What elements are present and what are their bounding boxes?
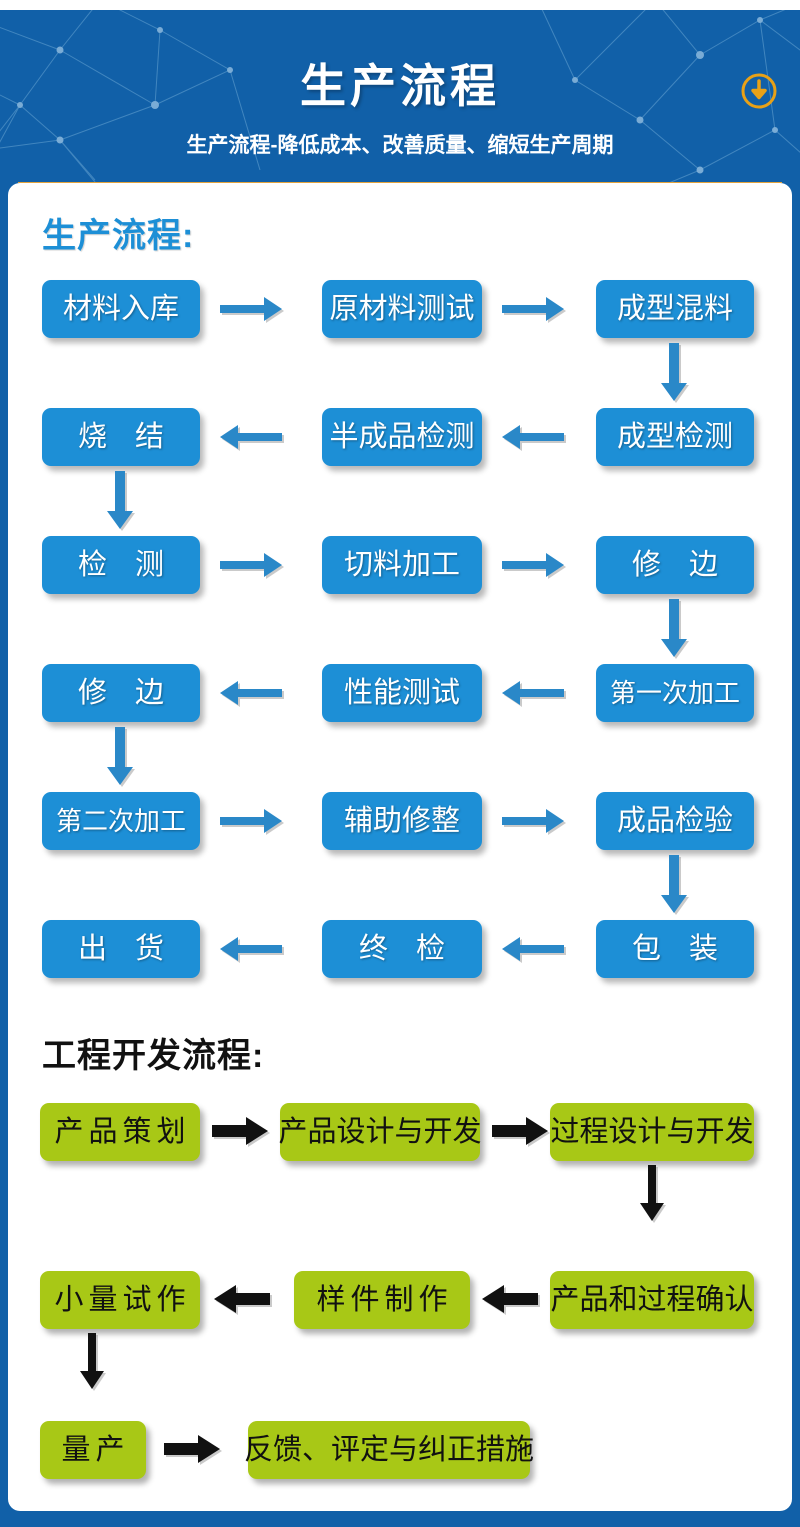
arrow-down-icon xyxy=(661,855,689,915)
flow-box[interactable]: 成型检测 xyxy=(596,408,754,466)
flow-box[interactable]: 切料加工 xyxy=(322,536,482,594)
flow-box[interactable]: 辅助修整 xyxy=(322,792,482,850)
arrow-left-icon xyxy=(502,937,566,963)
flow-box[interactable]: 第二次加工 xyxy=(42,792,200,850)
arrow-left-icon xyxy=(214,1285,272,1315)
flow-box[interactable]: 成品检验 xyxy=(596,792,754,850)
arrow-right-icon xyxy=(164,1435,222,1465)
arrow-down-icon xyxy=(640,1165,666,1223)
flow-box[interactable]: 原材料测试 xyxy=(322,280,482,338)
page-header: 生产流程 生产流程-降低成本、改善质量、缩短生产周期 xyxy=(0,10,800,183)
flow-box[interactable]: 产品策划 xyxy=(40,1103,200,1161)
flow-box[interactable]: 出 货 xyxy=(42,920,200,978)
arrow-right-icon xyxy=(502,297,566,323)
arrow-right-icon xyxy=(502,809,566,835)
flow-box[interactable]: 过程设计与开发 xyxy=(550,1103,754,1161)
download-circle-icon[interactable] xyxy=(740,72,778,110)
network-pattern-background xyxy=(0,10,800,183)
arrow-left-icon xyxy=(220,937,284,963)
header-divider xyxy=(18,182,782,183)
content-panel: 生产流程: 材料入库 原材料测试 成型混料 烧 结 半成品检测 成型检测 检 测… xyxy=(8,183,792,1511)
page-subtitle: 生产流程-降低成本、改善质量、缩短生产周期 xyxy=(186,134,614,157)
top-white-strip xyxy=(0,0,800,10)
arrow-left-icon xyxy=(482,1285,540,1315)
arrow-down-icon xyxy=(80,1333,106,1391)
flow-box[interactable]: 小量试作 xyxy=(40,1271,200,1329)
flow-box[interactable]: 产品和过程确认 xyxy=(550,1271,754,1329)
section-heading-production: 生产流程: xyxy=(42,217,195,255)
flow-box[interactable]: 反馈、评定与纠正措施 xyxy=(244,1421,534,1479)
arrow-right-icon xyxy=(502,553,566,579)
arrow-down-icon xyxy=(107,727,135,787)
flow-box[interactable]: 样件制作 xyxy=(294,1271,470,1329)
arrow-right-icon xyxy=(212,1117,270,1147)
flow-box[interactable]: 性能测试 xyxy=(322,664,482,722)
flow-box[interactable]: 终 检 xyxy=(322,920,482,978)
arrow-right-icon xyxy=(220,809,284,835)
flow-box[interactable]: 材料入库 xyxy=(42,280,200,338)
arrow-right-icon xyxy=(492,1117,550,1147)
flow-box[interactable]: 第一次加工 xyxy=(596,664,754,722)
arrow-left-icon xyxy=(220,681,284,707)
flow-box[interactable]: 修 边 xyxy=(42,664,200,722)
arrow-left-icon xyxy=(502,425,566,451)
flow-box[interactable]: 检 测 xyxy=(42,536,200,594)
flow-box[interactable]: 产品设计与开发 xyxy=(279,1103,482,1161)
flow-box[interactable]: 修 边 xyxy=(596,536,754,594)
section-heading-engineering: 工程开发流程: xyxy=(42,1037,265,1075)
arrow-down-icon xyxy=(107,471,135,531)
flow-box[interactable]: 半成品检测 xyxy=(322,408,482,466)
flow-box[interactable]: 成型混料 xyxy=(596,280,754,338)
arrow-right-icon xyxy=(220,553,284,579)
arrow-right-icon xyxy=(220,297,284,323)
flow-box[interactable]: 烧 结 xyxy=(42,408,200,466)
arrow-left-icon xyxy=(502,681,566,707)
page-title: 生产流程 xyxy=(300,60,500,112)
flow-box[interactable]: 量产 xyxy=(40,1421,146,1479)
arrow-left-icon xyxy=(220,425,284,451)
arrow-down-icon xyxy=(661,599,689,659)
flow-box[interactable]: 包 装 xyxy=(596,920,754,978)
arrow-down-icon xyxy=(661,343,689,403)
